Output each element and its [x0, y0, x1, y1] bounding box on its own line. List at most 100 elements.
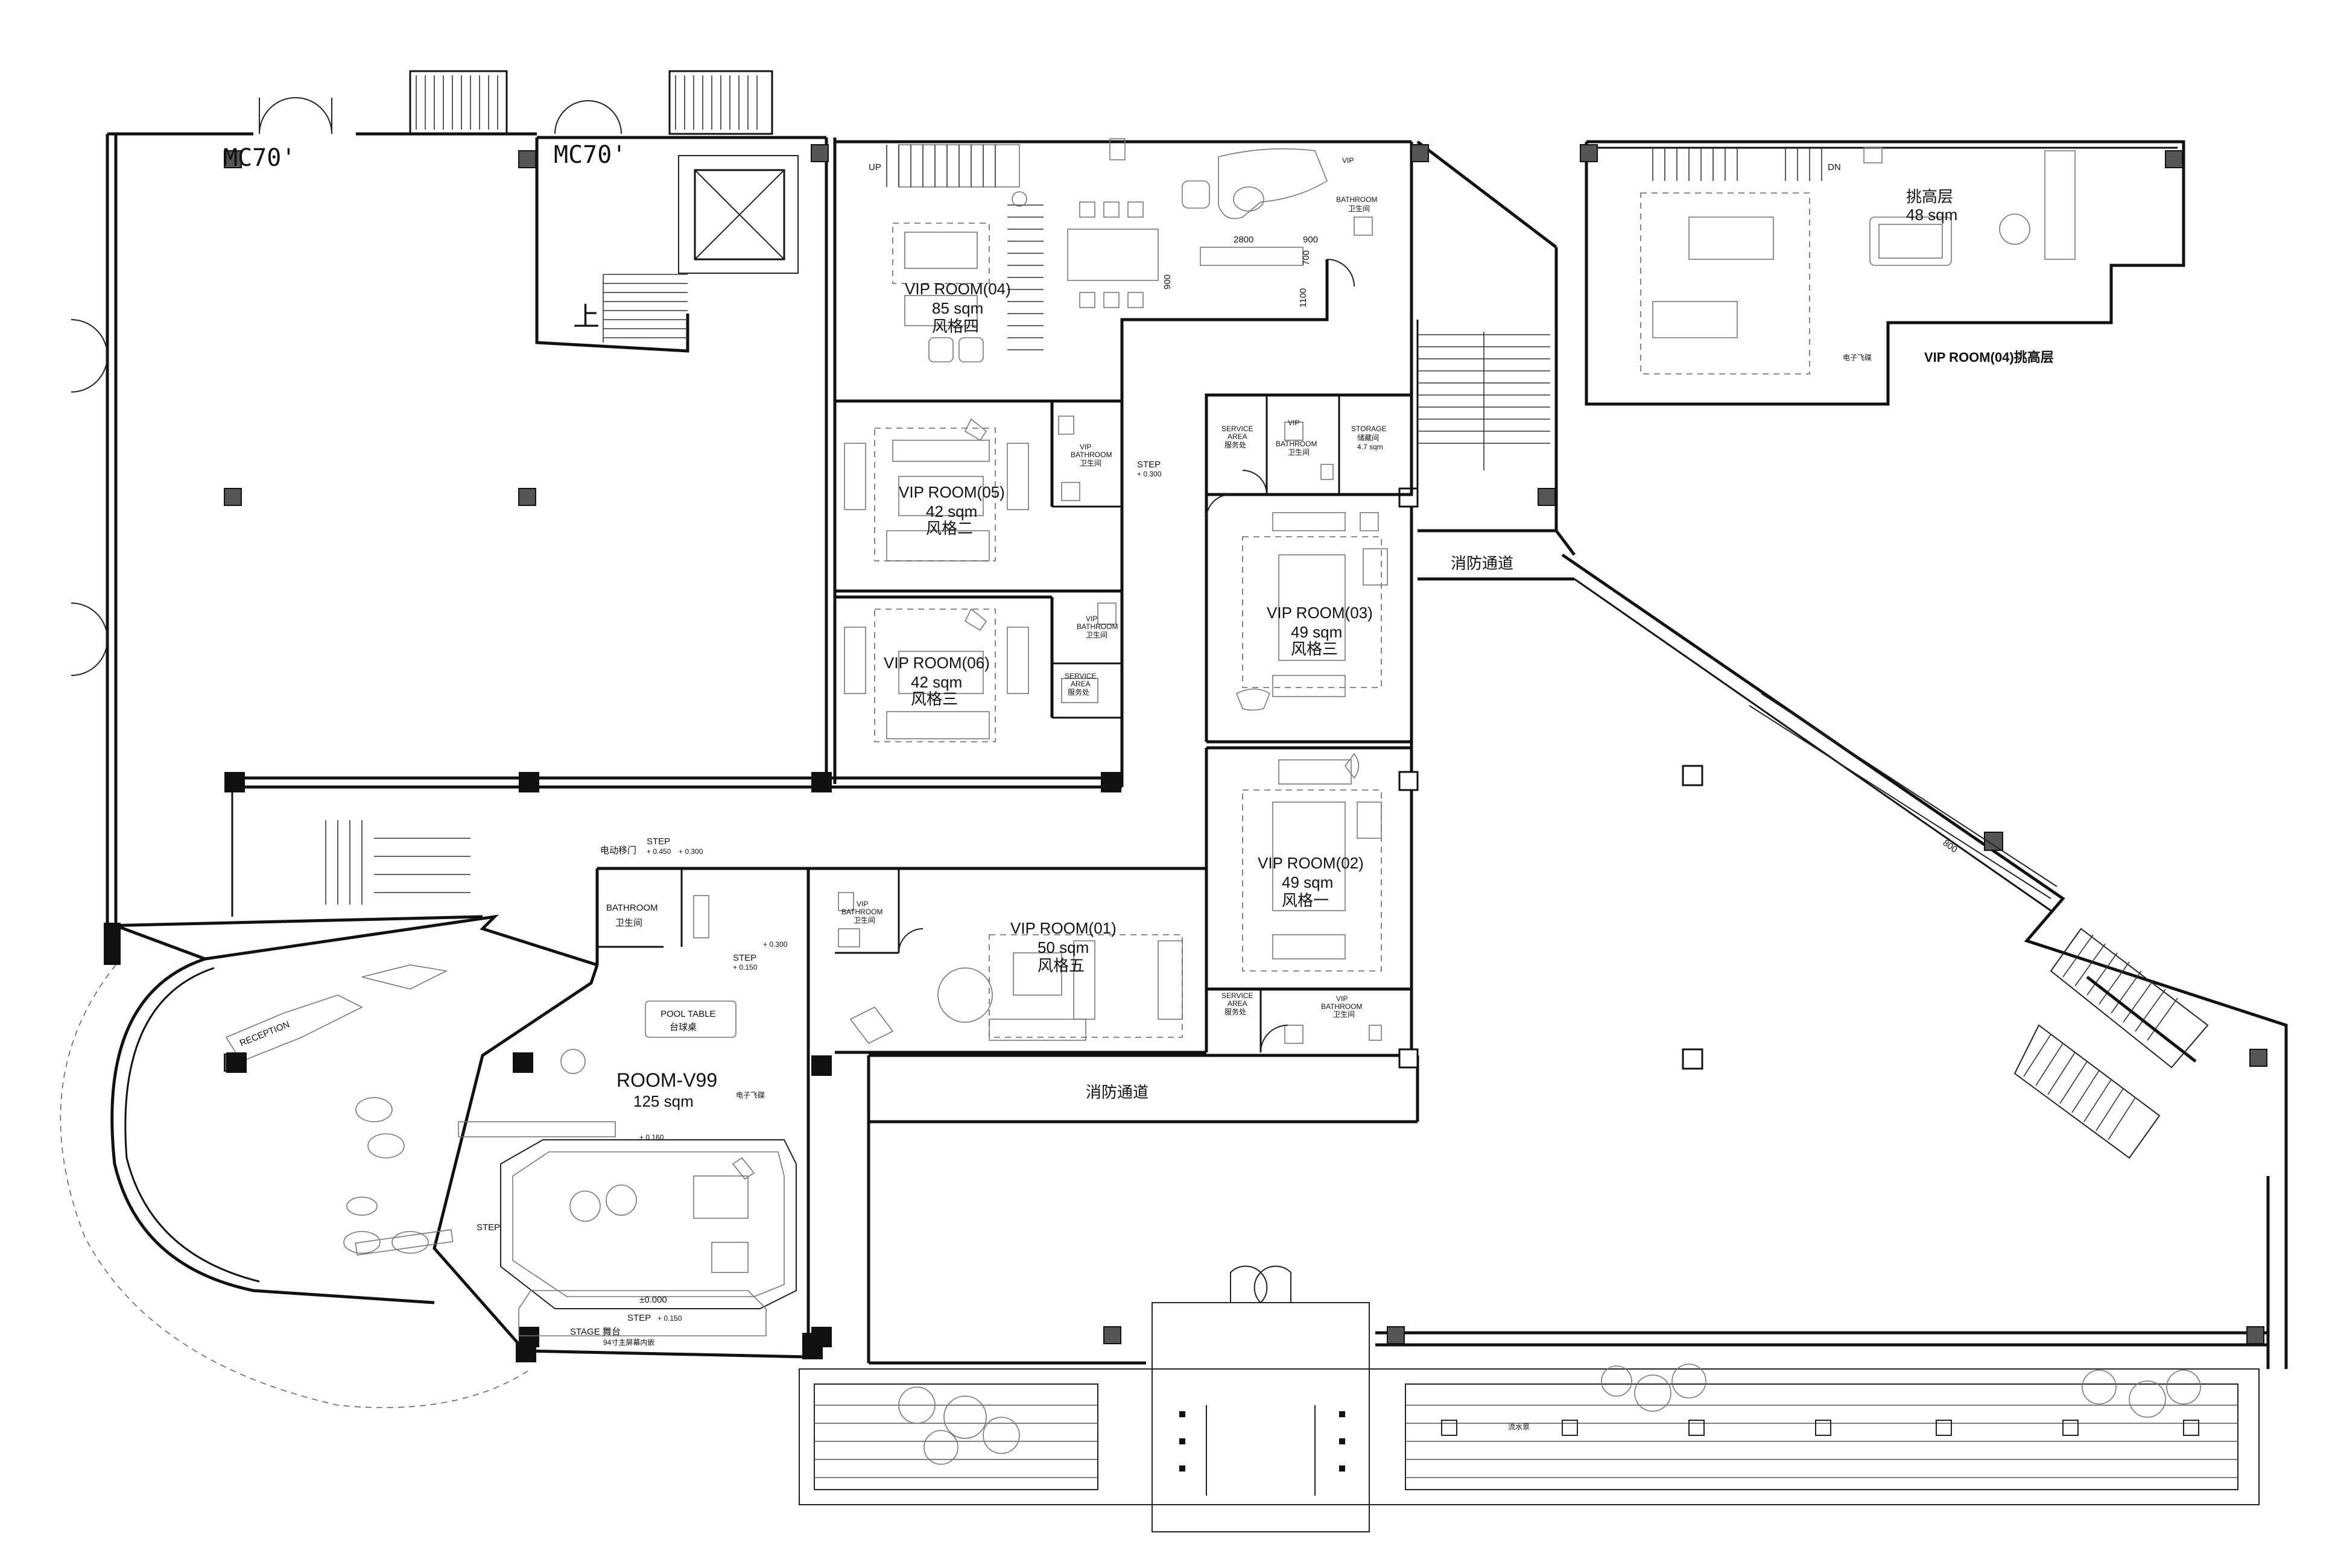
vip06-service: SERVICE [1065, 672, 1096, 680]
step-label-2: STEP [733, 953, 756, 963]
vip01-area: 50 sqm [1038, 938, 1089, 956]
vip02-bath-vip: VIP [1336, 994, 1348, 1003]
vip05-bath-vip: VIP [1080, 443, 1091, 451]
vip02-style: 风格一 [1282, 891, 1329, 909]
vip03-name: VIP ROOM(03) [1267, 604, 1373, 622]
vip02-area: 49 sqm [1282, 873, 1333, 891]
vip04-area: 85 sqm [932, 299, 983, 317]
reception-area [60, 820, 823, 1408]
vip01-style: 风格五 [1038, 956, 1085, 975]
storage-label: STORAGE [1351, 425, 1386, 433]
mezzanine-interior [1640, 147, 2076, 375]
step-value-7: + 0.160 [639, 1133, 664, 1142]
left-hall [71, 75, 2267, 1347]
v99-area: 125 sqm [633, 1092, 694, 1110]
step-zero: ±0.000 [639, 1295, 667, 1305]
vip05-name: VIP ROOM(05) [899, 483, 1005, 501]
vip06-name: VIP ROOM(06) [884, 654, 990, 672]
step-label-1: STEP [647, 836, 670, 847]
vip-room-06 [835, 595, 1122, 742]
vip01-bath-label: BATHROOM [841, 908, 882, 916]
storage-cn: 储藏间 [1357, 433, 1379, 442]
sliding-door-label: 电动移门 [600, 846, 636, 856]
mezz-elevator-label: 电子飞碟 [1843, 353, 1872, 362]
vip03-bath-label: BATHROOM [1276, 440, 1317, 448]
vip04-bath-label: BATHROOM [1336, 195, 1377, 204]
vip04-name: VIP ROOM(04) [905, 280, 1011, 298]
stage-label: STAGE 舞台 [570, 1327, 621, 1337]
vip02-bath-cn: 卫生间 [1333, 1010, 1355, 1019]
svc-area: AREA [1228, 432, 1247, 441]
vip01-bath-vip: VIP [857, 900, 868, 908]
step-value-6: + 0.150 [657, 1314, 682, 1323]
step-value-2: + 0.300 [679, 847, 703, 856]
mezz-caption: VIP ROOM(04)挑高层 [1924, 350, 2054, 365]
vip06-bath-label: BATHROOM [1077, 622, 1118, 631]
vip04-style: 风格四 [932, 317, 979, 335]
labels: MC70' MC70' 上 UP DN VIP ROOM(04) 85 sqm … [223, 141, 2054, 1431]
screen-label: 94寸主屏幕内嵌 [603, 1338, 654, 1347]
v99-name: ROOM-V99 [616, 1069, 717, 1091]
right-stairs [1418, 332, 2209, 1159]
mezz-area: 48 sqm [1906, 206, 1957, 224]
vip-room-01 [835, 867, 1206, 1054]
vip03-style: 风格三 [1291, 640, 1338, 658]
vip06-area: 42 sqm [911, 673, 962, 691]
vip-room-05 [835, 401, 1124, 787]
stair-up-label: 上 [573, 302, 600, 332]
vip06-bath-vip: VIP [1086, 615, 1097, 623]
vip04-bath-vip: VIP [1342, 156, 1354, 165]
vip02-service-cn: 服务处 [1224, 1007, 1246, 1016]
svc-cn: 服务处 [1224, 440, 1246, 449]
vip04-bath-cn: 卫生间 [1348, 204, 1370, 213]
svc-label: SERVICE [1221, 425, 1253, 433]
step-value-4: + 0.300 [763, 940, 788, 949]
water-feature-label: 流水景 [1508, 1423, 1530, 1431]
room-v99 [432, 867, 835, 1359]
dim-800: 800 [1941, 838, 1959, 855]
vip02-service-area: AREA [1228, 999, 1247, 1008]
exterior-walls [106, 70, 2288, 1532]
vip02-bath-label: BATHROOM [1321, 1002, 1362, 1011]
step-label-3: STEP [1137, 460, 1161, 470]
vip06-style: 风格三 [911, 690, 958, 708]
dim-1100: 1100 [1298, 288, 1308, 308]
vip05-style: 风格二 [926, 519, 973, 537]
vip05-bath-cn: 卫生间 [1080, 459, 1101, 467]
vip05-bath-label: BATHROOM [1071, 450, 1112, 459]
mezz-name: 挑高层 [1906, 188, 1953, 206]
step-value-1: + 0.450 [647, 847, 671, 856]
step-label-5: STEP [477, 1222, 500, 1233]
vip05-area: 42 sqm [926, 502, 977, 520]
vip-room-04 [835, 138, 1373, 403]
step-value-3: + 0.150 [733, 963, 758, 972]
step-value-5: + 0.300 [1137, 470, 1162, 478]
fire-exit-lower: 消防通道 [1086, 1083, 1148, 1101]
dim-900a: 900 [1303, 235, 1318, 245]
mezz-dn-label: DN [1828, 162, 1841, 172]
dim-900b: 900 [1162, 274, 1173, 289]
v99-bath-label: BATHROOM [606, 903, 658, 913]
vip06-service-area: AREA [1071, 680, 1091, 688]
vip01-bath-cn: 卫生间 [854, 916, 875, 925]
vip04-up-label: UP [869, 162, 881, 172]
dim-2800: 2800 [1234, 235, 1253, 245]
vip02-service: SERVICE [1221, 991, 1253, 1000]
dim-700: 700 [1301, 250, 1311, 265]
vip06-bath-cn: 卫生间 [1086, 631, 1107, 639]
vip03-area: 49 sqm [1291, 623, 1342, 641]
vip03-bath-vip: VIP [1288, 419, 1299, 427]
vip-room-02 [1205, 746, 1411, 1053]
vip03-bath-cn: 卫生间 [1288, 448, 1310, 457]
elevator-label: 电子飞碟 [736, 1091, 765, 1099]
storage-area: 4.7 sqm [1357, 443, 1383, 451]
vip06-service-cn: 服务处 [1068, 688, 1089, 697]
vip01-name: VIP ROOM(01) [1010, 919, 1117, 937]
service-block [1205, 393, 1413, 744]
pool-table-cn: 台球桌 [670, 1022, 697, 1032]
fire-exit-upper: 消防通道 [1451, 554, 1513, 572]
door-mc70-left: MC70' [223, 144, 296, 172]
pool-table-en: POOL TABLE [661, 1009, 715, 1019]
v99-bath-cn: 卫生间 [615, 918, 642, 928]
